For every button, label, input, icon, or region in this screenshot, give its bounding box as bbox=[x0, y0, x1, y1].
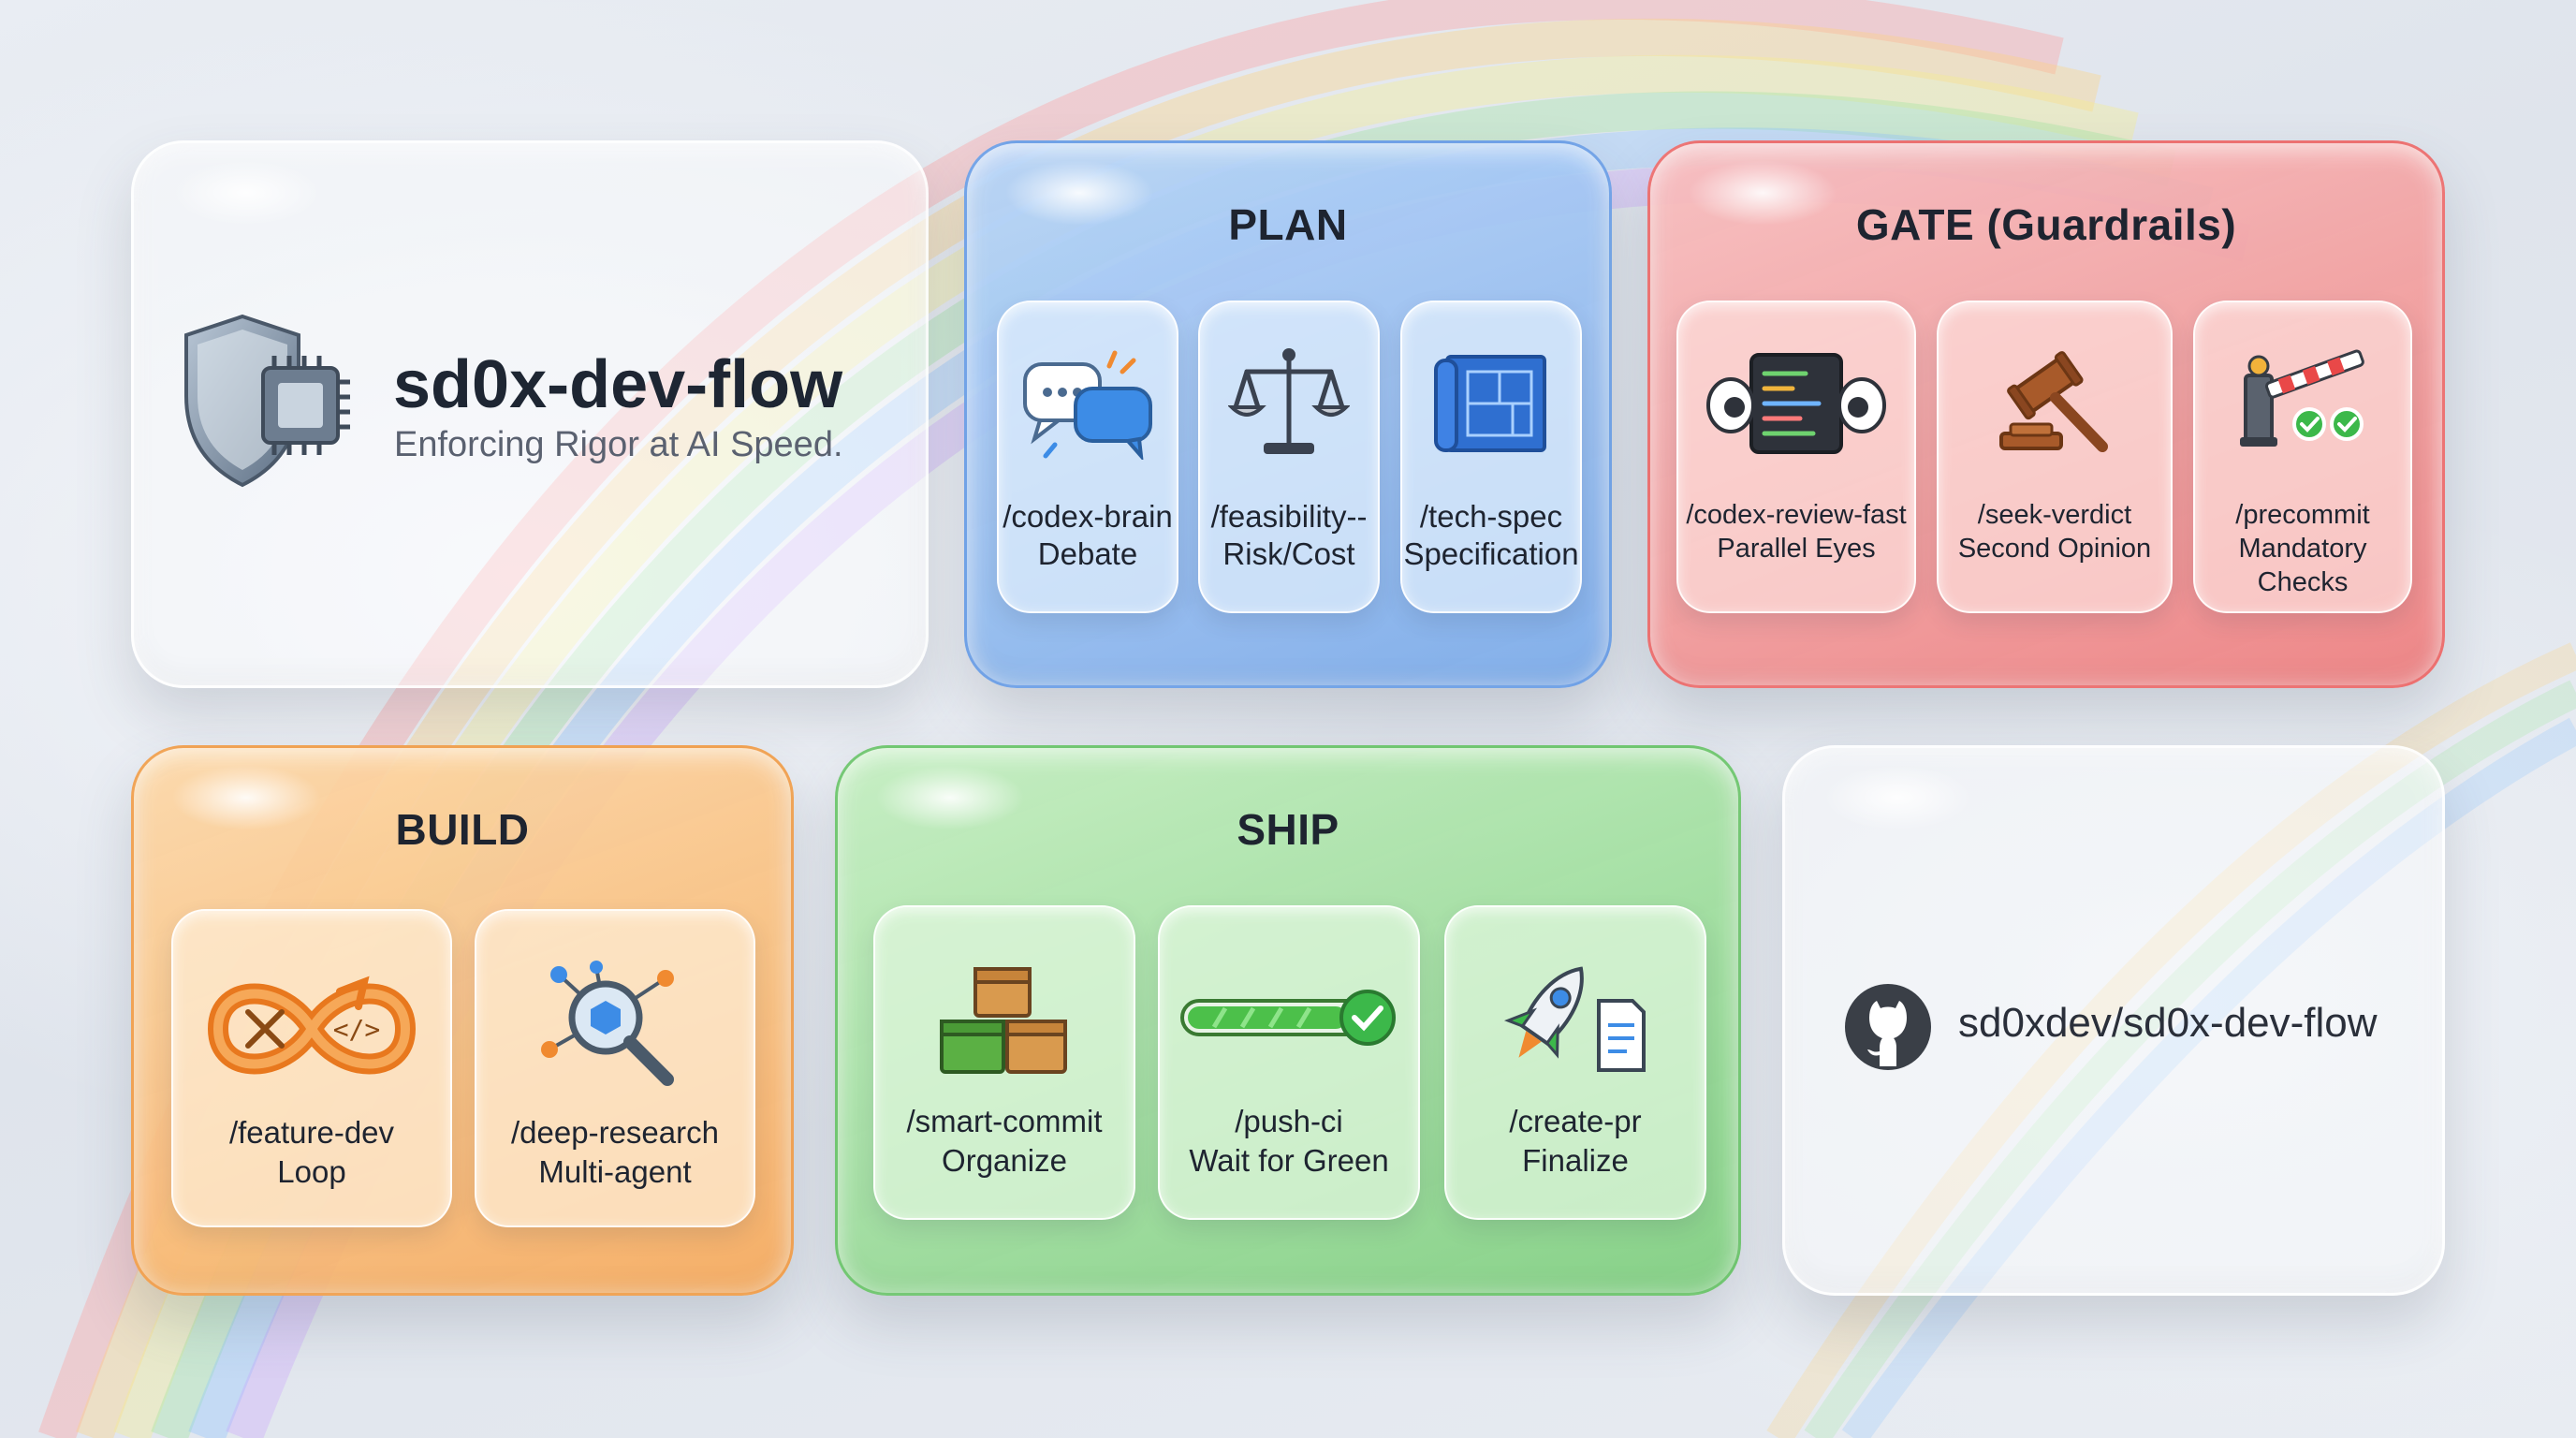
card-desc: Risk/Cost bbox=[1222, 536, 1355, 571]
gate-title: GATE (Guardrails) bbox=[1855, 200, 2237, 249]
progress-check-icon bbox=[1180, 990, 1396, 1046]
card-desc: Mandatory bbox=[2238, 534, 2367, 564]
plan-card-codex-brain[interactable]: /codex-brain Debate bbox=[997, 301, 1178, 613]
card-command: /codex-review-fast bbox=[1686, 500, 1907, 530]
github-icon bbox=[1845, 984, 1931, 1070]
shield-chip-icon bbox=[184, 314, 350, 488]
card-desc: Second Opinion bbox=[1957, 534, 2152, 564]
card-command: /push-ci bbox=[1235, 1104, 1343, 1138]
gavel-icon bbox=[1999, 351, 2108, 452]
card-command: /feasibility-- bbox=[1210, 499, 1368, 534]
build-card-feature-dev[interactable]: </> /feature-dev Loop bbox=[171, 909, 452, 1227]
card-command: /codex-brain bbox=[1003, 499, 1173, 534]
build-title: BUILD bbox=[395, 805, 530, 854]
card-command: /precommit bbox=[2235, 500, 2370, 530]
gate-card-precommit[interactable]: /precommit Mandatory Checks bbox=[2193, 301, 2412, 613]
svg-text:</>: </> bbox=[333, 1014, 381, 1045]
build-panel: BUILD </> /feature-dev Loop bbox=[131, 745, 794, 1296]
code-eyes-icon bbox=[1706, 353, 1886, 454]
chat-bubbles-icon bbox=[1023, 350, 1152, 460]
brand-title: sd0x-dev-flow bbox=[393, 347, 843, 422]
card-desc: Organize bbox=[942, 1143, 1067, 1178]
gate-card-seek-verdict[interactable]: /seek-verdict Second Opinion bbox=[1937, 301, 2173, 613]
brand-tagline: Enforcing Rigor at AI Speed. bbox=[394, 425, 843, 464]
gate-card-codex-review-fast[interactable]: /codex-review-fast Parallel Eyes bbox=[1676, 301, 1916, 613]
card-command: /deep-research bbox=[511, 1115, 719, 1150]
plan-card-tech-spec[interactable]: /tech-spec Specification bbox=[1400, 301, 1582, 613]
card-desc-2: Checks bbox=[2257, 567, 2349, 597]
card-command: /seek-verdict bbox=[1977, 500, 2132, 530]
card-command: /smart-commit bbox=[906, 1104, 1103, 1138]
blueprint-icon bbox=[1434, 355, 1546, 452]
card-desc: Parallel Eyes bbox=[1717, 534, 1876, 564]
ship-card-create-pr[interactable]: /create-pr Finalize bbox=[1444, 905, 1706, 1220]
card-desc: Multi-agent bbox=[538, 1154, 692, 1189]
card-command: /feature-dev bbox=[228, 1115, 395, 1150]
balance-scale-icon bbox=[1228, 348, 1350, 454]
card-desc: Wait for Green bbox=[1189, 1143, 1389, 1178]
ship-card-push-ci[interactable]: /push-ci Wait for Green bbox=[1158, 905, 1420, 1220]
repo-link-text[interactable]: sd0xdev/sd0x-dev-flow bbox=[1958, 1000, 2378, 1046]
ship-panel: SHIP /smart-commit Organize bbox=[835, 745, 1741, 1296]
barrier-check-icon bbox=[2240, 349, 2364, 447]
gate-panel: GATE (Guardrails) /codex-review-fast Par… bbox=[1647, 140, 2445, 688]
infinity-loop-icon: </> bbox=[207, 976, 417, 1075]
research-network-icon bbox=[541, 961, 674, 1086]
stacked-boxes-icon bbox=[940, 967, 1067, 1074]
repo-panel[interactable] bbox=[1782, 745, 2445, 1296]
ship-card-smart-commit[interactable]: /smart-commit Organize bbox=[873, 905, 1135, 1220]
card-desc: Debate bbox=[1037, 536, 1138, 571]
plan-card-feasibility[interactable]: /feasibility-- Risk/Cost bbox=[1198, 301, 1380, 613]
ship-title: SHIP bbox=[1237, 805, 1339, 854]
rocket-document-icon bbox=[1503, 966, 1646, 1072]
plan-title: PLAN bbox=[1228, 200, 1348, 249]
card-command: /tech-spec bbox=[1419, 499, 1563, 534]
build-card-deep-research[interactable]: /deep-research Multi-agent bbox=[475, 909, 755, 1227]
card-command: /create-pr bbox=[1509, 1104, 1642, 1138]
card-desc: Loop bbox=[277, 1154, 346, 1189]
card-desc: Specification bbox=[1403, 536, 1579, 571]
plan-panel: PLAN /codex-brain Debate bbox=[964, 140, 1612, 688]
brand-panel bbox=[131, 140, 929, 688]
card-desc: Finalize bbox=[1522, 1143, 1629, 1178]
